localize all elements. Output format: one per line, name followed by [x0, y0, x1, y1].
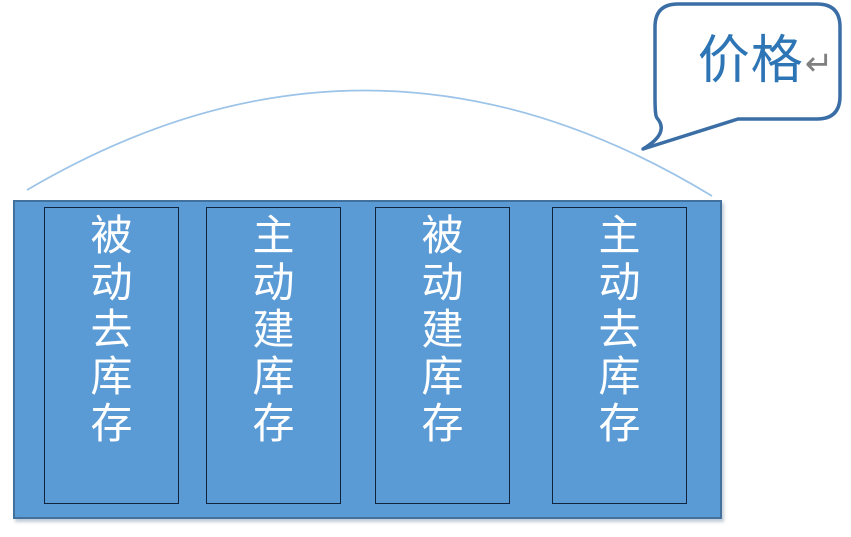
price-curve-arc — [26, 89, 713, 197]
phase-label: 主动建库存 — [252, 214, 295, 448]
price-callout: 价格 ↵ — [655, 4, 840, 119]
phase-cell-active-destocking: 主动去库存 — [552, 207, 687, 504]
phase-label: 主动去库存 — [598, 214, 641, 448]
inventory-cycle-box: 被动去库存 主动建库存 被动建库存 主动去库存 — [13, 200, 722, 519]
phase-label: 被动去库存 — [90, 214, 133, 448]
phase-cell-active-restocking: 主动建库存 — [206, 207, 341, 504]
phase-label: 被动建库存 — [421, 214, 464, 448]
phase-cell-passive-destocking: 被动去库存 — [44, 207, 179, 504]
return-mark-icon: ↵ — [804, 43, 834, 84]
phase-cell-passive-restocking: 被动建库存 — [375, 207, 510, 504]
price-callout-label: 价格 — [697, 32, 804, 90]
